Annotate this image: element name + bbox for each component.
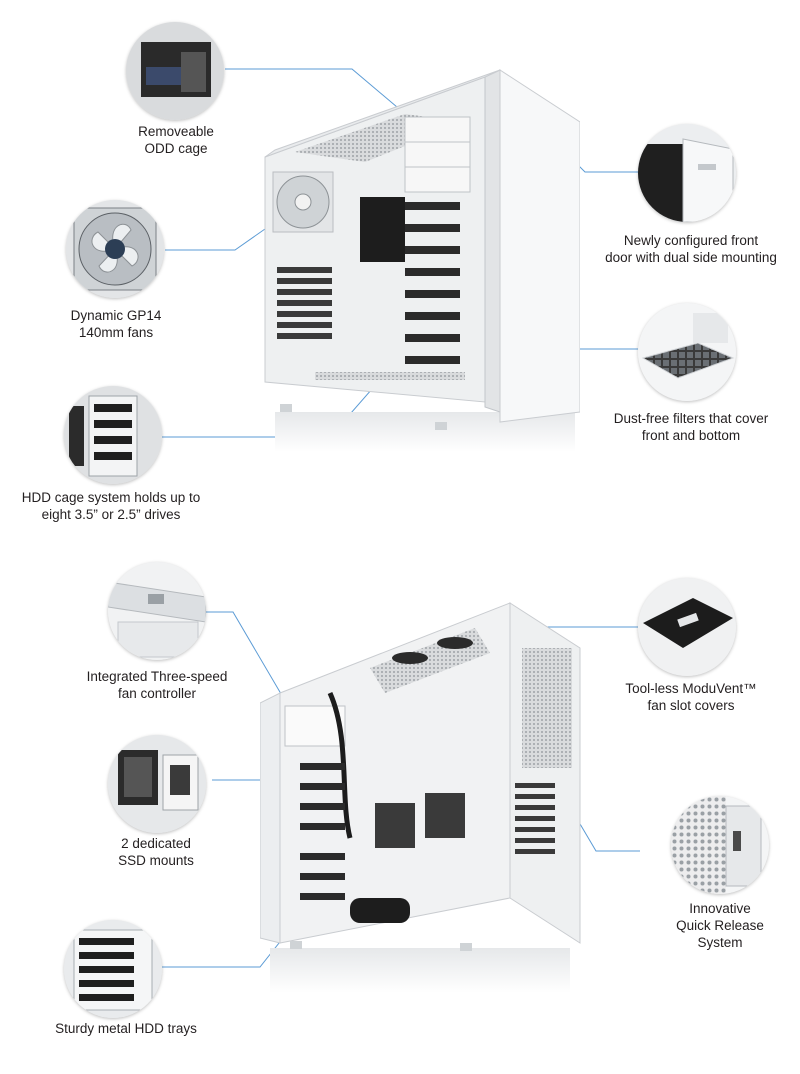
ssd-mount-photo-icon	[108, 735, 206, 833]
hdd-trays-caption: Sturdy metal HDD trays	[55, 1021, 197, 1036]
quick-release-photo-icon	[671, 796, 769, 894]
case-rear-view-image	[260, 602, 581, 993]
front-door-caption: Newly configured front door with dual si…	[605, 233, 777, 265]
dust-filters-caption: Dust-free filters that cover front and b…	[613, 411, 769, 443]
odd-cage-photo-icon	[126, 22, 224, 120]
fan-photo-icon	[66, 200, 164, 298]
odd-cage-caption: Removeable ODD cage	[138, 124, 214, 156]
fan-controller-photo-icon	[108, 562, 206, 660]
front-door-photo-icon	[638, 124, 736, 222]
quick-release-caption: Innovative Quick Release System	[676, 901, 764, 950]
ssd-mounts-caption: 2 dedicated SSD mounts	[118, 836, 194, 868]
case-side-view-image	[264, 69, 580, 452]
hdd-tray-photo-icon	[64, 920, 162, 1018]
gp14-fans-caption: Dynamic GP14 140mm fans	[70, 308, 162, 340]
fan-controller-caption: Integrated Three-speed fan controller	[86, 669, 228, 701]
hdd-cage-photo-icon	[64, 386, 162, 484]
hdd-cage-caption: HDD cage system holds up to eight 3.5” o…	[21, 490, 201, 522]
dust-filter-photo-icon	[638, 303, 736, 401]
moduvent-photo-icon	[638, 578, 736, 676]
moduvent-caption: Tool-less ModuVent™ fan slot covers	[625, 681, 757, 713]
